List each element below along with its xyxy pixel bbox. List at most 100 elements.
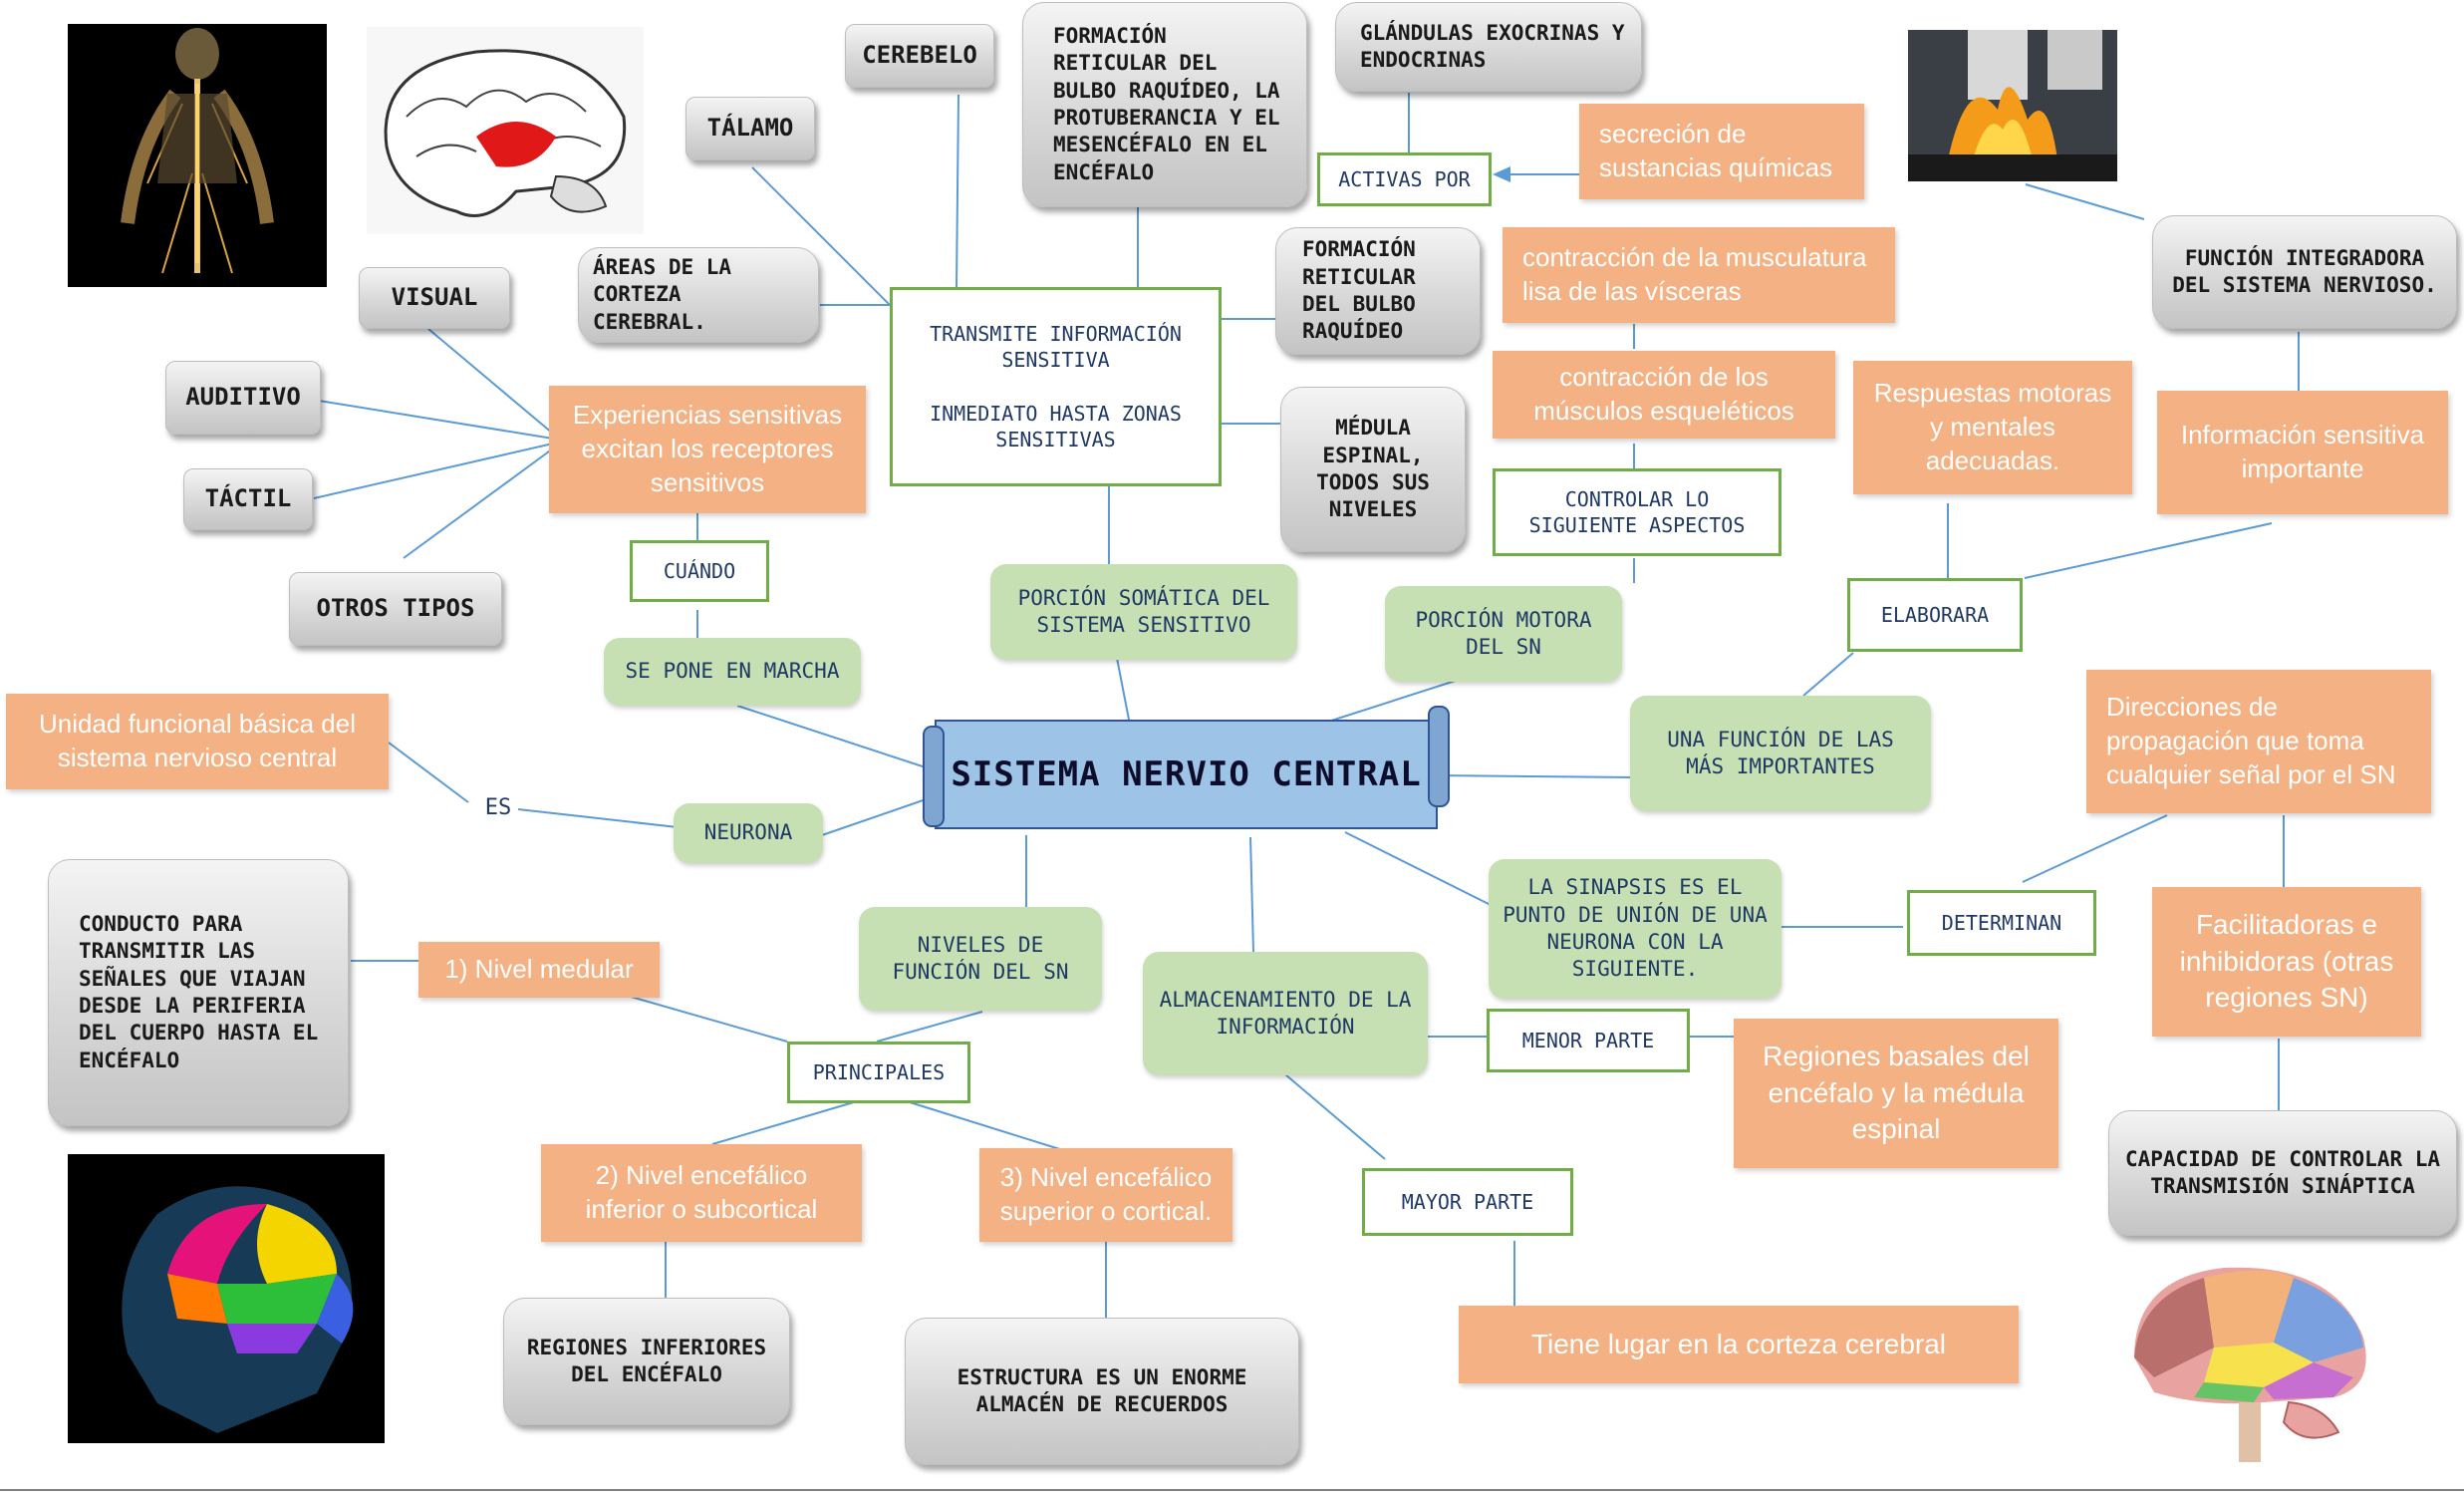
respuestas-box: Respuestas motoras y mentales adecuadas.: [1853, 361, 2132, 494]
funcion-integradora-box: FUNCIÓN INTEGRADORA DEL SISTEMA NERVIOSO…: [2152, 215, 2457, 329]
regiones-inferiores-text: REGIONES INFERIORES DEL ENCÉFALO: [526, 1335, 767, 1386]
activas-por-box: ACTIVAS POR: [1317, 152, 1492, 206]
transmite-text-2: INMEDIATO HASTA ZONAS SENSITIVAS: [930, 402, 1182, 451]
informacion-sensitiva-text: Información sensitiva importante: [2180, 420, 2425, 483]
musculos-esqueleticos-text: contracción de los músculos esqueléticos: [1533, 362, 1794, 426]
respuestas-text: Respuestas motoras y mentales adecuadas.: [1873, 378, 2112, 475]
visual-box: VISUAL: [359, 267, 510, 329]
talamo-text: TÁLAMO: [706, 114, 794, 143]
corteza-cerebral-text: Tiene lugar en la corteza cerebral: [1530, 1328, 1947, 1359]
nervous-system-figure: [68, 24, 327, 287]
experiencias-text: Experiencias sensitivas excitan los rece…: [572, 400, 843, 497]
estructura-recuerdos-box: ESTRUCTURA ES UN ENORME ALMACÉN DE RECUE…: [905, 1318, 1299, 1465]
medula-espinal-text: MÉDULA ESPINAL, TODOS SUS NIVELES: [1316, 416, 1430, 522]
brain-sagittal-drawing: [367, 27, 644, 234]
facilitadoras-text: Facilitadoras e inhibidoras (otras regio…: [2179, 909, 2394, 1014]
porcion-motora-text: PORCIÓN MOTORA DEL SN: [1415, 607, 1592, 659]
corteza-cerebral-box: Tiene lugar en la corteza cerebral: [1459, 1306, 2019, 1383]
porcion-motora-box: PORCIÓN MOTORA DEL SN: [1385, 586, 1622, 682]
secrecion-box: secreción de sustancias químicas: [1579, 104, 1864, 199]
regiones-inferiores-box: REGIONES INFERIORES DEL ENCÉFALO: [503, 1298, 790, 1425]
estructura-recuerdos-text: ESTRUCTURA ES UN ENORME ALMACÉN DE RECUE…: [957, 1364, 1247, 1416]
otros-tipos-box: OTROS TIPOS: [289, 572, 502, 646]
talamo-box: TÁLAMO: [685, 97, 815, 160]
es-label: ES: [468, 789, 528, 827]
direcciones-box: Direcciones de propagación que toma cual…: [2086, 670, 2431, 813]
porcion-somatica-box: PORCIÓN SOMÁTICA DEL SISTEMA SENSITIVO: [990, 564, 1297, 660]
otros-tipos-text: OTROS TIPOS: [316, 594, 475, 623]
central-title-text: SISTEMA NERVIO CENTRAL: [951, 753, 1422, 794]
funcion-integradora-text: FUNCIÓN INTEGRADORA DEL SISTEMA NERVIOSO…: [2172, 245, 2437, 297]
musculatura-lisa-text: contracción de la musculatura lisa de la…: [1522, 242, 1867, 306]
menor-parte-box: MENOR PARTE: [1487, 1009, 1690, 1072]
nivel-encefalico-inferior-text: 2) Nivel encefálico inferior o subcortic…: [585, 1160, 818, 1224]
glandulas-box: GLÁNDULAS EXOCRINAS Y ENDOCRINAS: [1335, 2, 1642, 92]
experiencias-box: Experiencias sensitivas excitan los rece…: [549, 386, 866, 513]
principales-box: PRINCIPALES: [787, 1042, 970, 1103]
capacidad-controlar-box: CAPACIDAD DE CONTROLAR LA TRANSMISIÓN SI…: [2108, 1110, 2457, 1236]
porcion-somatica-text: PORCIÓN SOMÁTICA DEL SISTEMA SENSITIVO: [1017, 585, 1270, 637]
regiones-basales-text: Regiones basales del encéfalo y la médul…: [1763, 1041, 2030, 1145]
nivel-medular-text: 1) Nivel medular: [444, 954, 634, 985]
determinan-box: DETERMINAN: [1907, 890, 2096, 956]
unidad-funcional-box: Unidad funcional básica del sistema nerv…: [6, 694, 389, 789]
capacidad-controlar-text: CAPACIDAD DE CONTROLAR LA TRANSMISIÓN SI…: [2124, 1146, 2441, 1198]
es-text: ES: [484, 794, 512, 820]
cooking-flame-photo: [1908, 30, 2117, 181]
formacion-bulbo-box: FORMACIÓN RETICULAR DEL BULBO RAQUÍDEO: [1275, 227, 1481, 355]
conducto-text: CONDUCTO PARA TRANSMITIR LAS SEÑALES QUE…: [79, 912, 319, 1072]
menor-parte-text: MENOR PARTE: [1521, 1029, 1655, 1052]
secrecion-text: secreción de sustancias químicas: [1599, 119, 1833, 182]
formacion-reticular-box: FORMACIÓN RETICULAR DEL BULBO RAQUÍDEO, …: [1022, 2, 1307, 207]
nivel-encefalico-inferior-box: 2) Nivel encefálico inferior o subcortic…: [541, 1144, 862, 1242]
central-title: SISTEMA NERVIO CENTRAL: [923, 706, 1450, 829]
mayor-parte-box: MAYOR PARTE: [1362, 1168, 1573, 1236]
cuando-text: CUÁNDO: [663, 559, 736, 583]
nivel-encefalico-superior-text: 3) Nivel encefálico superior o cortical.: [999, 1162, 1213, 1226]
visual-text: VISUAL: [391, 283, 478, 312]
neurona-label: NEURONA: [703, 820, 793, 845]
determinan-text: DETERMINAN: [1941, 911, 2062, 935]
areas-corteza-text: ÁREAS DE LA CORTEZA CEREBRAL.: [593, 255, 732, 334]
controlar-aspectos-text: CONTROLAR LO SIGUIENTE ASPECTOS: [1528, 487, 1746, 537]
tactil-text: TÁCTIL: [204, 484, 292, 513]
informacion-sensitiva-box: Información sensitiva importante: [2157, 391, 2448, 514]
almacenamiento-box: ALMACENAMIENTO DE LA INFORMACIÓN: [1143, 952, 1428, 1075]
musculos-esqueleticos-box: contracción de los músculos esqueléticos: [1493, 351, 1835, 439]
formacion-bulbo-text: FORMACIÓN RETICULAR DEL BULBO RAQUÍDEO: [1302, 237, 1416, 344]
elaborara-box: ELABORARA: [1847, 578, 2023, 652]
direcciones-text: Direcciones de propagación que toma cual…: [2106, 692, 2396, 789]
head-brain-xray: [68, 1154, 385, 1443]
mayor-parte-text: MAYOR PARTE: [1401, 1190, 1534, 1214]
elaborara-text: ELABORARA: [1880, 603, 1990, 627]
glandulas-text: GLÁNDULAS EXOCRINAS Y ENDOCRINAS: [1360, 20, 1625, 72]
niveles-funcion-text: NIVELES DE FUNCIÓN DEL SN: [892, 932, 1069, 984]
niveles-funcion-box: NIVELES DE FUNCIÓN DEL SN: [859, 907, 1102, 1011]
brain-lobes-model: [2114, 1248, 2385, 1471]
facilitadoras-box: Facilitadoras e inhibidoras (otras regio…: [2152, 887, 2421, 1037]
tactil-box: TÁCTIL: [183, 468, 313, 530]
auditivo-text: AUDITIVO: [185, 383, 301, 412]
conducto-box: CONDUCTO PARA TRANSMITIR LAS SEÑALES QUE…: [48, 859, 349, 1126]
auditivo-box: AUDITIVO: [165, 361, 321, 435]
se-pone-en-marcha-box: SE PONE EN MARCHA: [604, 638, 861, 706]
transmite-informacion-box: TRANSMITE INFORMACIÓN SENSITIVA INMEDIAT…: [890, 287, 1222, 486]
controlar-aspectos-box: CONTROLAR LO SIGUIENTE ASPECTOS: [1493, 468, 1781, 556]
musculatura-lisa-box: contracción de la musculatura lisa de la…: [1503, 227, 1895, 323]
bottom-border: [0, 1489, 2464, 1491]
nivel-encefalico-superior-box: 3) Nivel encefálico superior o cortical.: [979, 1148, 1232, 1242]
una-funcion-text: UNA FUNCIÓN DE LAS MÁS IMPORTANTES: [1667, 727, 1894, 778]
unidad-funcional-text: Unidad funcional básica del sistema nerv…: [39, 709, 356, 772]
cerebelo-text: CEREBELO: [862, 41, 977, 70]
areas-corteza-box: ÁREAS DE LA CORTEZA CEREBRAL.: [578, 247, 819, 343]
formacion-reticular-text: FORMACIÓN RETICULAR DEL BULBO RAQUÍDEO, …: [1053, 24, 1280, 184]
transmite-text-1: TRANSMITE INFORMACIÓN SENSITIVA: [930, 322, 1182, 372]
cerebelo-box: CEREBELO: [845, 24, 994, 88]
regiones-basales-box: Regiones basales del encéfalo y la médul…: [1734, 1019, 2058, 1168]
cuando-box: CUÁNDO: [630, 540, 769, 602]
principales-text: PRINCIPALES: [812, 1060, 946, 1084]
se-pone-text: SE PONE EN MARCHA: [625, 659, 840, 684]
activas-por-text: ACTIVAS POR: [1338, 167, 1471, 191]
sinapsis-box: LA SINAPSIS ES EL PUNTO DE UNIÓN DE UNA …: [1489, 859, 1781, 999]
